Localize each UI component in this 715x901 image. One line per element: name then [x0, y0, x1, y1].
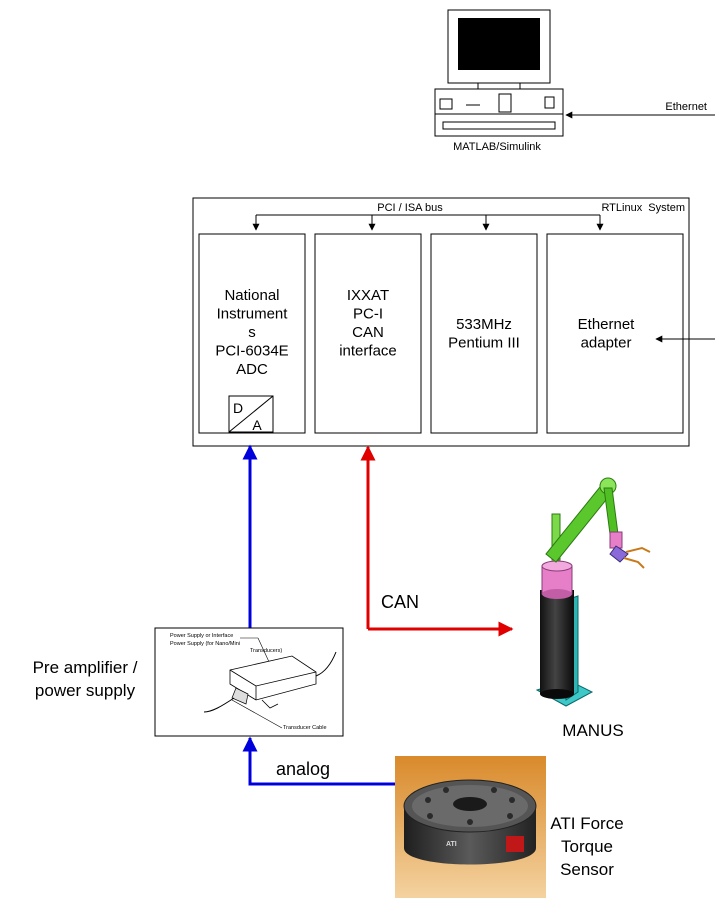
preamp-image: Power Supply or Interface Power Supply (…: [154, 627, 344, 737]
module-can-interface-label-line-3: CAN: [352, 324, 384, 341]
module-ethernet-adapter: [546, 233, 684, 434]
module-cpu: [430, 233, 538, 434]
module-ni-adc-label-line-4: PCI-6034E: [215, 343, 288, 360]
module-ethernet-adapter-label-line-2: adapter: [581, 335, 632, 352]
manus-robot-image: [535, 477, 651, 707]
preamp-callout-3: Transducers): [250, 648, 282, 654]
preamp-callout-4: Transducer Cable: [283, 725, 327, 731]
module-cpu-label-line-2: Pentium III: [448, 335, 520, 352]
can-label: CAN: [381, 592, 419, 612]
da-top-letter: D: [233, 400, 243, 416]
bus-label: PCI / ISA bus: [377, 202, 443, 214]
ati-logo-text: ATI: [446, 841, 457, 848]
preamp-callout-1: Power Supply or Interface: [170, 633, 233, 639]
preamp-label-line-1: Pre amplifier /: [33, 658, 138, 677]
pci-bus: [252, 214, 604, 231]
ati-sensor-image: ATI: [395, 756, 546, 898]
preamp-callout-2: Power Supply (for Nano/Mini: [170, 641, 240, 647]
sensor-label-line-3: Sensor: [560, 860, 614, 879]
sensor-to-preamp-line: [242, 736, 395, 786]
module-cpu-label-line-1: 533MHz: [456, 316, 512, 333]
sensor-label-line-2: Torque: [561, 837, 613, 856]
module-can-interface-label-line-4: interface: [339, 343, 397, 360]
module-ni-adc-label-line-3: s: [248, 324, 256, 341]
sensor-label-line-1: ATI Force: [550, 814, 623, 833]
manus-label: MANUS: [562, 721, 623, 740]
da-converter-icon: D A: [228, 395, 274, 433]
ethernet-link-label: Ethernet: [665, 101, 707, 113]
module-ni-adc-label-line-1: National: [224, 287, 279, 304]
module-can-interface-label-line-2: PC-I: [353, 306, 383, 323]
analog-label: analog: [276, 759, 330, 779]
module-ethernet-adapter-label-line-1: Ethernet: [578, 316, 636, 333]
computer-caption: MATLAB/Simulink: [453, 141, 541, 153]
module-ni-adc-label-line-2: Instrument: [217, 306, 289, 323]
system-label: RTLinux System: [601, 202, 685, 214]
preamp-label-line-2: power supply: [35, 681, 136, 700]
computer-icon: [434, 9, 564, 137]
module-can-interface-label-line-1: IXXAT: [347, 287, 389, 304]
module-ni-adc-label-line-5: ADC: [236, 361, 268, 378]
da-bottom-letter: A: [252, 417, 262, 433]
module-can-interface: [314, 233, 422, 434]
